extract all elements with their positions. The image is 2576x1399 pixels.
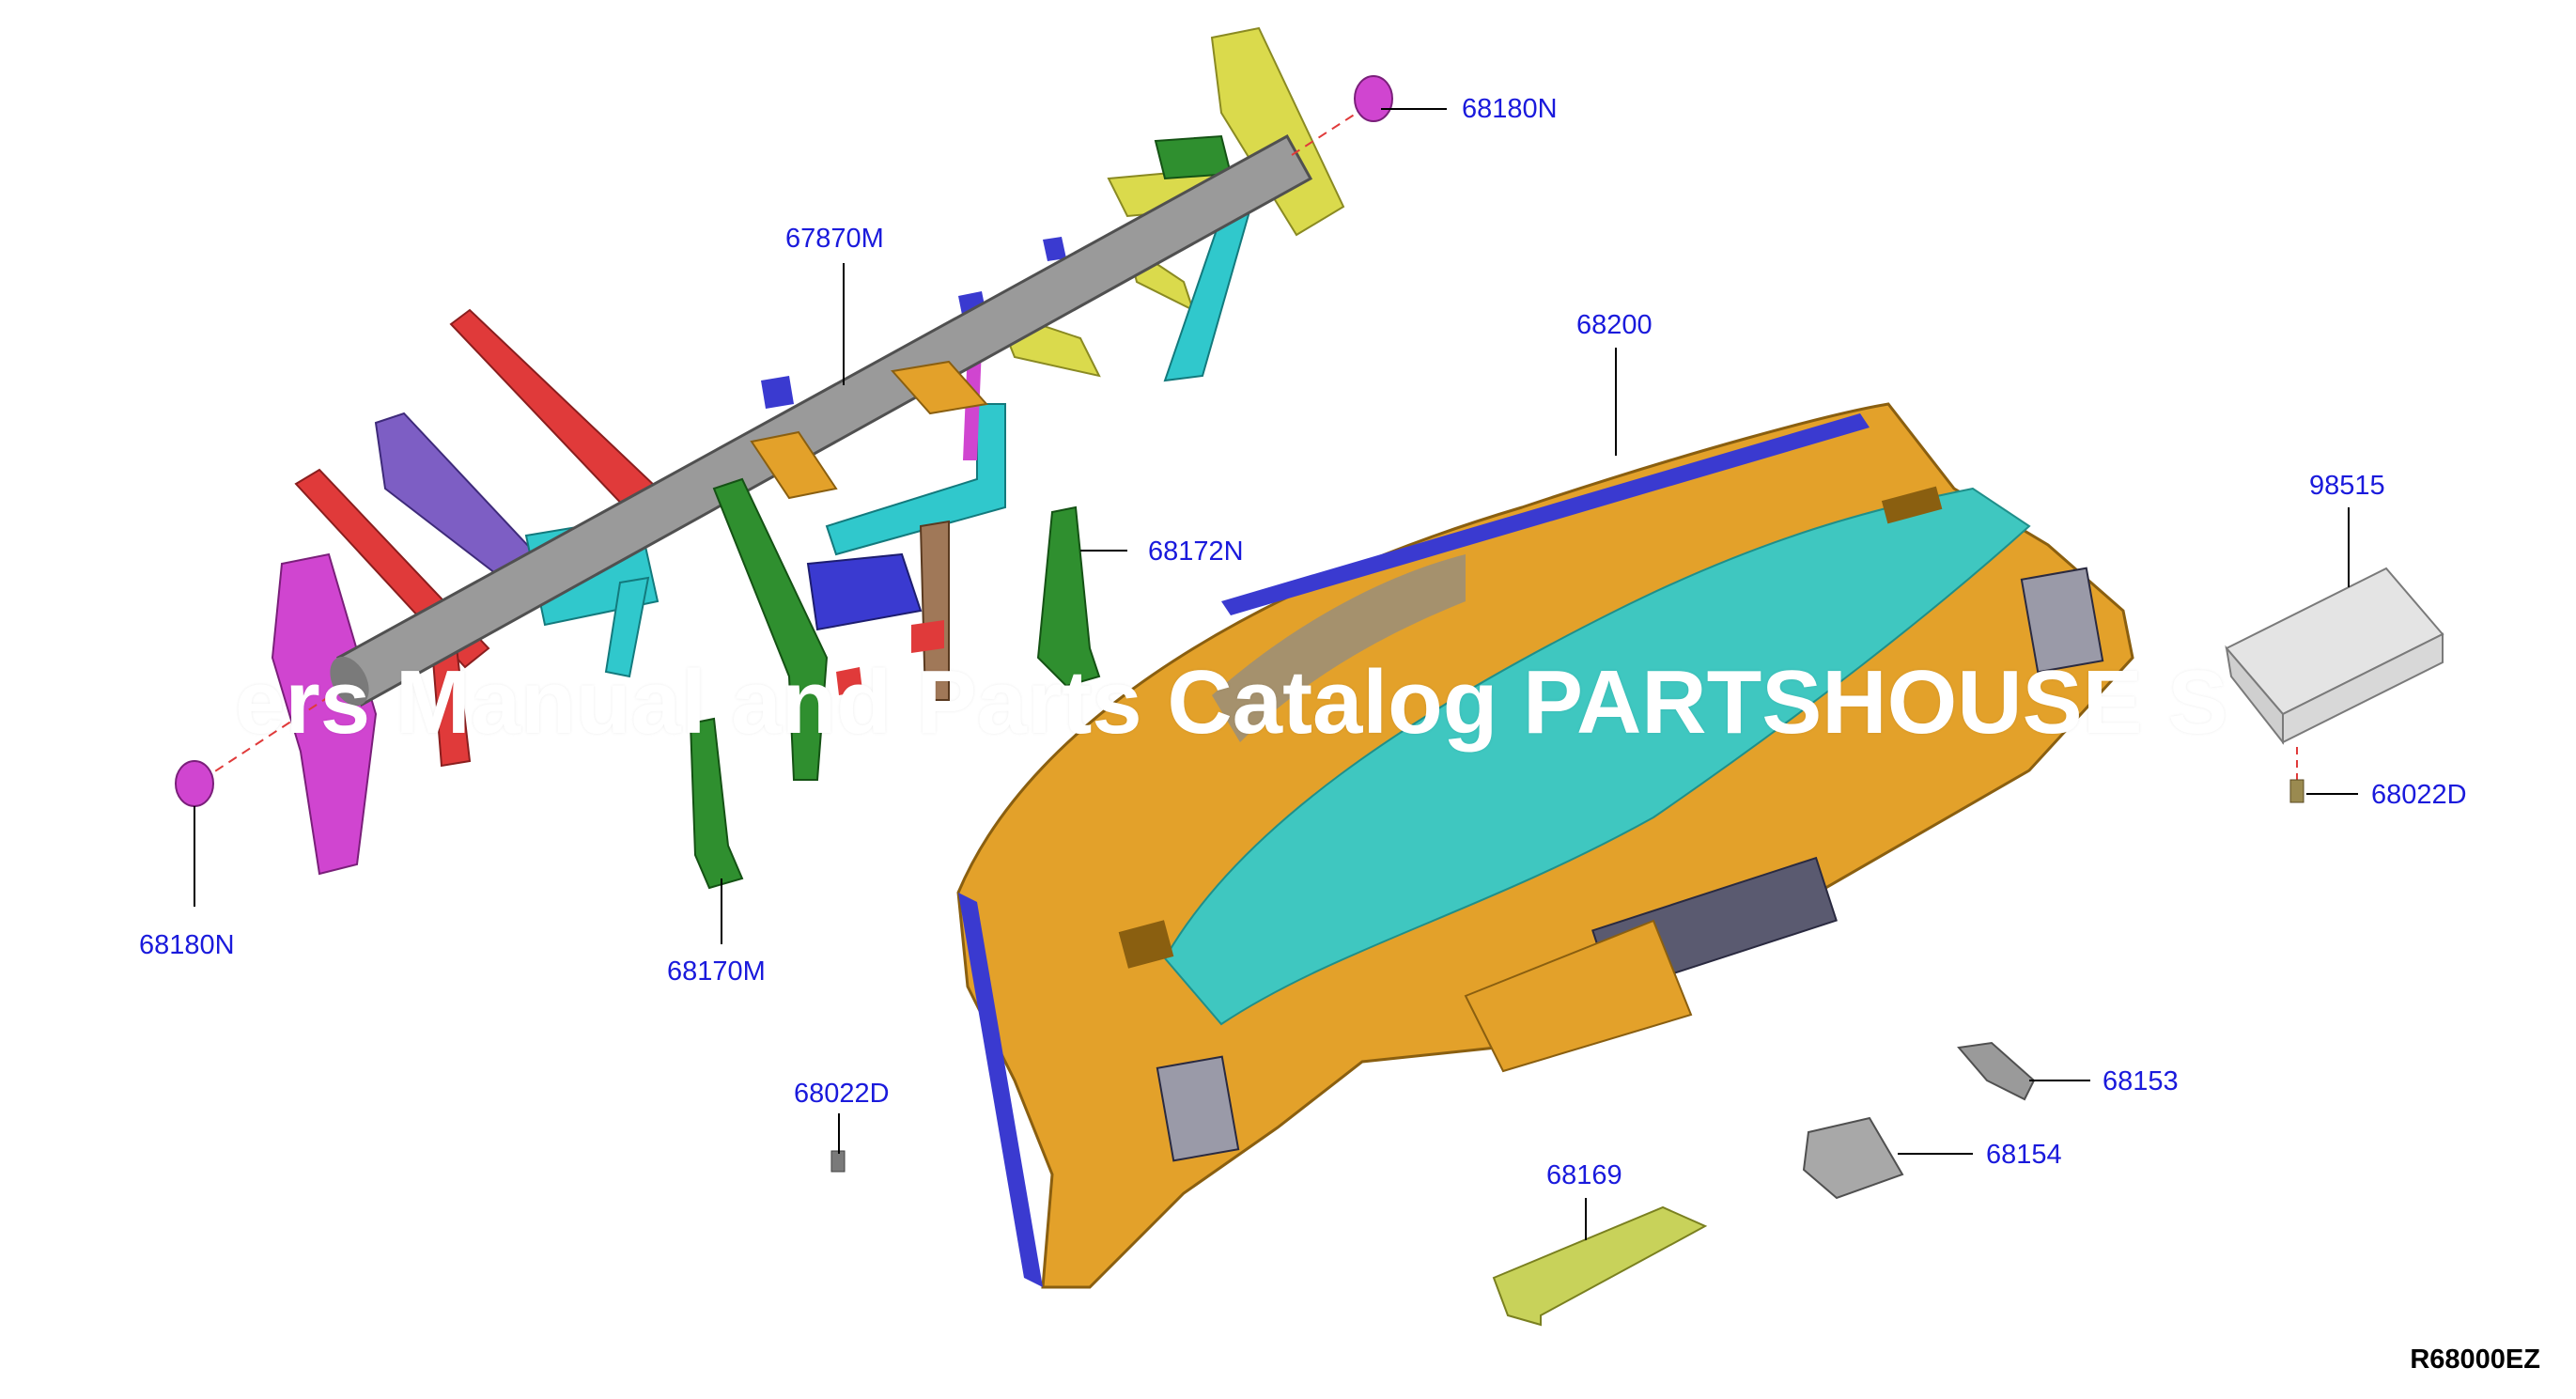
bracket-68153: [1957, 1041, 2036, 1101]
steering-member-assembly: [201, 26, 1373, 876]
vent-left: [1156, 1055, 1240, 1162]
cyan-bracket-arm: [604, 576, 650, 678]
leader-dash-left: [201, 690, 339, 781]
red-bracket-upper: [449, 308, 660, 514]
vent-right: [2020, 567, 2104, 674]
watermark-text: ers Manual and Parts Catalog PARTSHOUSE …: [235, 652, 2228, 753]
diagram-code: R68000EZ: [2410, 1345, 2540, 1375]
blue-clip-a: [761, 376, 794, 409]
bracket-68172n: [1036, 505, 1101, 688]
blue-bracket-center: [806, 552, 923, 631]
callout-68169: 68169: [1546, 1160, 1622, 1190]
callout-68180n-right: 68180N: [1462, 94, 1558, 124]
yellow-bracket-top: [1210, 26, 1345, 237]
callout-68022d-right: 68022D: [2371, 780, 2467, 810]
panel-inner-cavity: [1212, 554, 1466, 742]
red-clip: [911, 620, 944, 653]
callout-68200: 68200: [1576, 310, 1653, 340]
panel-rear-edge: [1221, 413, 1870, 615]
defrost-vent-b: [1118, 920, 1174, 969]
green-bracket-center: [712, 477, 829, 781]
blue-clip-c: [1043, 237, 1066, 261]
cap-left: [175, 760, 214, 807]
passenger-airbag-module: [2225, 567, 2444, 803]
bracket-68169: [1492, 1205, 1708, 1327]
bolt-68022d: [830, 1150, 846, 1173]
callout-68172n: 68172N: [1148, 536, 1244, 567]
cyan-bracket-column: [825, 403, 1006, 556]
magenta-bracket: [271, 552, 378, 876]
panel-front-edge: [958, 893, 1043, 1287]
instrument-panel-assembly: [956, 402, 2134, 1289]
callout-68153: 68153: [2103, 1066, 2179, 1096]
callout-68154: 68154: [1986, 1140, 2062, 1170]
bracket-68154: [1802, 1116, 1904, 1200]
orange-bracket-b: [891, 360, 988, 415]
defrost-vent-a: [1881, 486, 1943, 524]
callout-68180n-left: 68180N: [139, 930, 235, 960]
cap-right: [1354, 75, 1393, 122]
lower-bracket-center: [1464, 919, 1693, 1073]
callout-67870m: 67870M: [785, 224, 884, 254]
callout-68170m: 68170M: [667, 956, 766, 987]
callout-98515: 98515: [2309, 471, 2385, 501]
red-clip-small: [836, 667, 862, 695]
callout-68022d-center: 68022D: [794, 1079, 890, 1109]
orange-bracket-a: [750, 430, 838, 500]
panel-top-pad: [1163, 487, 2031, 1026]
leader-lines: [194, 108, 2358, 1240]
bracket-68170m: [689, 717, 744, 890]
beam-end-left: [330, 656, 369, 707]
